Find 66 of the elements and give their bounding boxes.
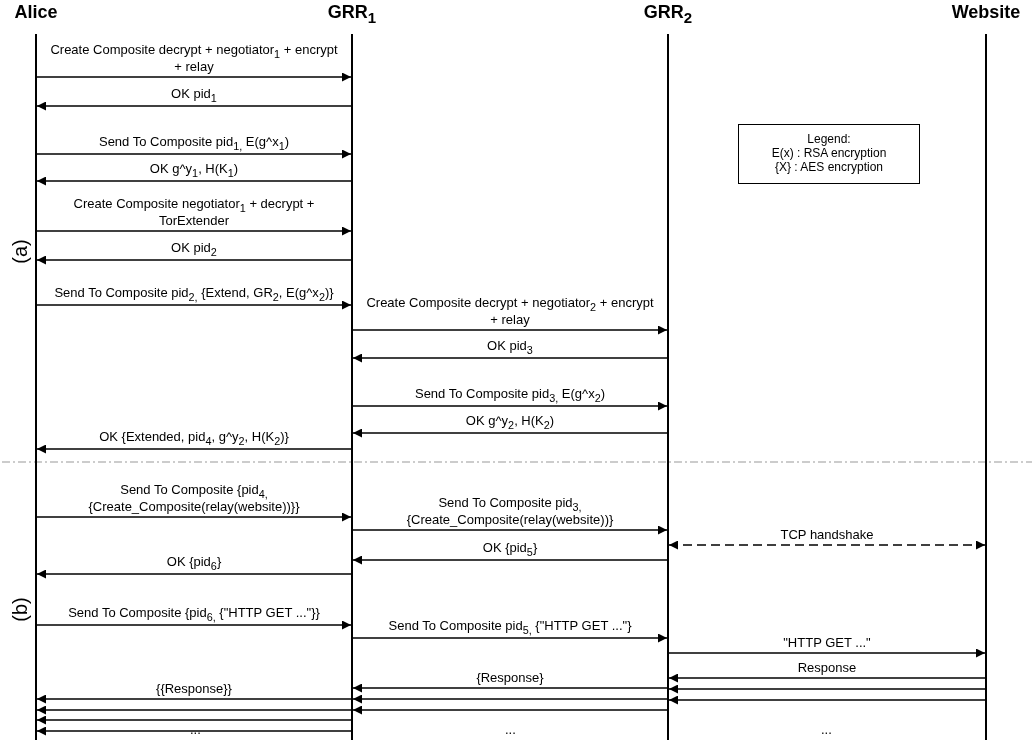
message-arrow <box>36 620 352 630</box>
message-arrow <box>352 428 668 438</box>
message-arrow <box>352 555 668 565</box>
ellipsis-text: ... <box>821 722 832 737</box>
message-arrow <box>668 695 986 705</box>
message-arrow <box>36 149 352 159</box>
message-arrow <box>352 683 668 693</box>
message-arrow <box>36 705 352 715</box>
message-label: Send To Composite pid$_{1,}$ E(g^x$_{1}$) <box>98 134 289 152</box>
legend-box <box>738 124 920 184</box>
message-label: OK pid$_{3}$ <box>487 338 533 356</box>
message-label: OK {pid$_{6}$} <box>166 554 222 572</box>
message-label: Send To Composite {pid$_{4,}$ {Create_Composite(relay(website))}} <box>87 483 301 515</box>
message-label: Create Composite decrypt + negotiator$_{2}$ + encrypt + relay <box>365 296 655 328</box>
message-arrow <box>36 444 352 454</box>
message-label: OK g^y$_{2}$, H(K$_{2}$) <box>465 413 555 431</box>
message-label: Send To Composite pid$_{3,}$ {Create_Composite(relay(website))} <box>405 496 615 528</box>
message-label: Send To Composite pid$_{5,}$ {"HTTP GET ..."} <box>388 618 632 636</box>
message-arrow <box>36 694 352 704</box>
message-arrow <box>352 353 668 363</box>
message-arrow <box>36 300 352 310</box>
participant-name: Alice <box>13 2 59 23</box>
message-label: TCP handshake <box>780 528 874 543</box>
message-label: OK pid$_{1}$ <box>171 86 217 104</box>
message-arrow <box>352 694 668 704</box>
legend-title: Legend: <box>807 133 851 148</box>
message-label: Create Composite decrypt + negotiator$_{1}$ + encrypt + relay <box>49 43 339 75</box>
message-label: "HTTP GET ..." <box>783 636 871 651</box>
message-label: {{Response}} <box>156 682 232 697</box>
message-arrow <box>668 540 986 550</box>
message-arrow <box>36 512 352 522</box>
message-arrow <box>352 325 668 335</box>
section-label: (a) <box>8 239 32 264</box>
message-arrow <box>36 226 352 236</box>
message-label: OK {Extended, pid$_{4}$, g^y$_{2}$, H(K$_{2}$)} <box>99 429 289 447</box>
message-arrow <box>36 101 352 111</box>
message-arrow <box>352 633 668 643</box>
participant-name: GRR$_{2}$ <box>642 2 694 26</box>
participant-name: Website <box>950 2 1022 23</box>
message-arrow <box>668 684 986 694</box>
legend-text: E(x) : RSA encryption <box>771 147 887 161</box>
message-arrow <box>352 525 668 535</box>
message-arrow <box>36 72 352 82</box>
message-arrow <box>352 401 668 411</box>
message-arrow <box>36 715 352 725</box>
message-label: Send To Composite pid$_{2,}$ {Extend, GR$_{2}$, E(g^x$_{2}$)} <box>54 285 334 303</box>
message-arrow <box>668 673 986 683</box>
ellipsis-text: ... <box>190 722 201 737</box>
message-label: OK pid$_{2}$ <box>171 240 217 258</box>
message-arrow <box>352 705 668 715</box>
participant-name: GRR$_{1}$ <box>326 2 378 26</box>
legend-text: {X} : AES encryption <box>774 160 884 175</box>
section-label: (b) <box>8 597 32 622</box>
message-label: {Response} <box>476 671 544 686</box>
message-arrow <box>36 176 352 186</box>
message-arrow <box>36 255 352 265</box>
message-label: Send To Composite {pid$_{6,}$ {"HTTP GET ..."}} <box>68 605 320 623</box>
message-arrow <box>668 648 986 658</box>
message-label: Create Composite negotiator$_{1}$ + decrypt + TorExtender <box>72 197 316 229</box>
message-arrow <box>36 726 352 736</box>
message-label: OK {pid$_{5}$} <box>482 540 538 558</box>
message-label: Send To Composite pid$_{3,}$ E(g^x$_{2}$) <box>414 386 605 404</box>
message-arrow <box>36 569 352 579</box>
ellipsis-text: ... <box>505 722 516 737</box>
message-label: Response <box>797 661 857 676</box>
message-label: OK g^y$_{1}$, H(K$_{1}$) <box>149 161 239 179</box>
